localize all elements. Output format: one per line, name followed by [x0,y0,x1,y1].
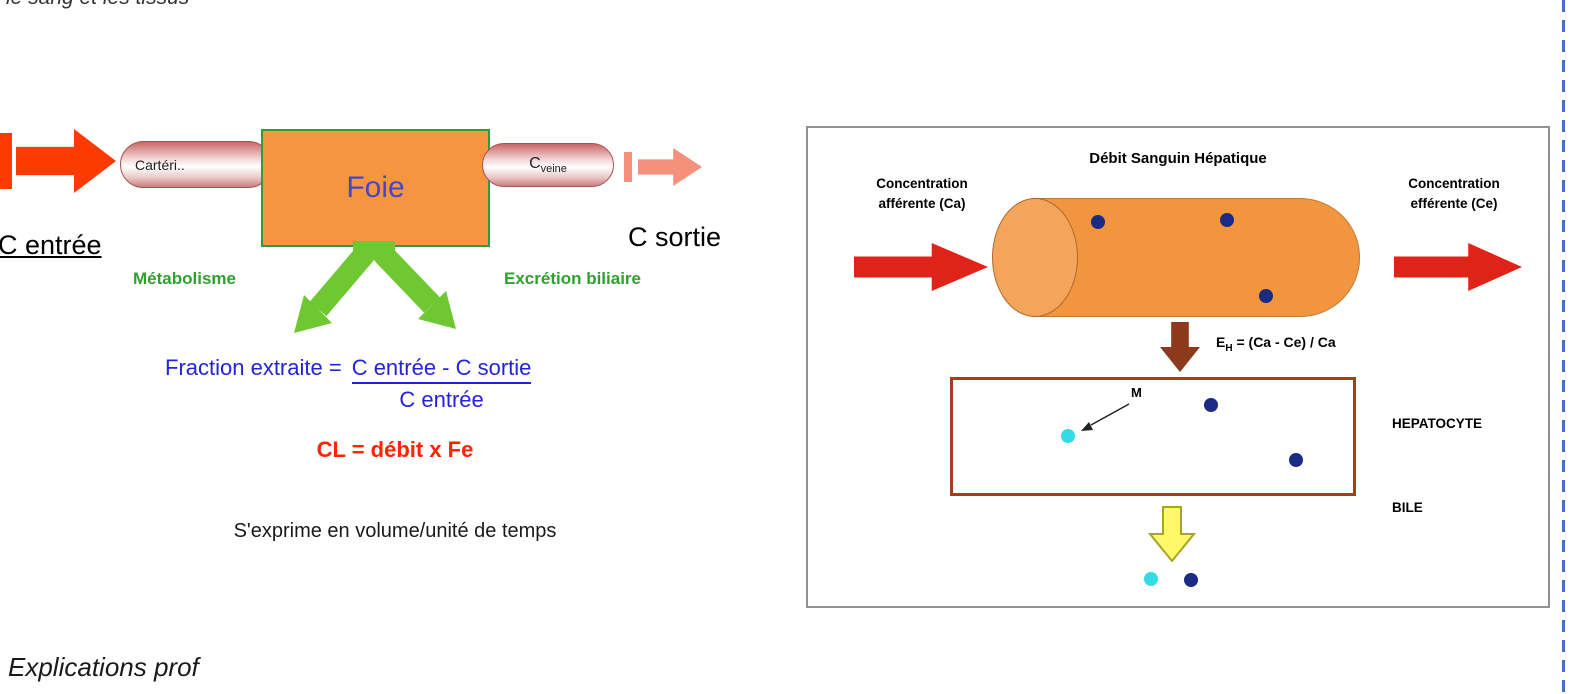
panel-title: Débit Sanguin Hépatique [1089,150,1267,167]
metabolism-label: Métabolisme [133,269,236,288]
fraction-lhs: Fraction extraite = [165,355,342,380]
clearance-formula: CL = débit x Fe [316,437,474,462]
drug-molecule-dot [1259,289,1273,303]
artery-tube: Cartéri.. [120,141,272,188]
hepatocyte-box: M [950,377,1356,496]
drug-molecule-dot [1184,573,1198,587]
efferent-flow-arrow-icon [1394,243,1522,291]
bile-label: BILE [1392,500,1423,515]
outflow-concentration-label: C sortie [628,222,722,252]
artery-tube-label: Cartéri.. [135,156,185,173]
biliary-excretion-label: Excrétion biliaire [504,269,641,288]
cylinder-body [1032,198,1360,317]
efferent-concentration-label: Concentration efférente (Ce) [1408,176,1500,211]
drug-molecule-dot [1204,398,1218,412]
hepatic-extraction-panel: Débit Sanguin Hépatique Concentration af… [806,126,1550,608]
metabolite-dot [1144,572,1158,586]
outflow-arrow-icon [638,148,702,186]
afferent-concentration-label: Concentration afférente (Ca) [876,176,968,211]
fraction: C entrée - C sortie C entrée [351,355,532,413]
outflow-arrow-tail [624,152,632,182]
fraction-denominator: C entrée [399,387,484,412]
dashed-frame-border [1562,0,1565,694]
afferent-flow-arrow-icon [854,243,988,291]
inflow-arrow-icon [16,129,116,193]
sinusoid-cylinder [992,198,1360,317]
liver-label: Foie [346,171,405,204]
vein-tube-label: Cveine [529,154,567,176]
fraction-numerator: C entrée - C sortie [351,355,532,384]
drug-molecule-dot [1289,453,1303,467]
bile-excretion-arrow-icon [1148,506,1196,562]
top-caption: le sang et les tissus [6,0,189,10]
cylinder-cap [992,198,1078,317]
vein-tube: Cveine [482,143,614,187]
drug-molecule-dot [1220,213,1234,227]
metabolism-arrow-icon [1081,403,1130,431]
metabolite-dot [1061,429,1075,443]
uptake-arrow-icon [1160,322,1200,372]
extraction-ratio-formula: EH = (Ca - Ce) / Ca [1216,334,1336,354]
inflow-arrow-tail [0,133,12,189]
split-arrows-icon [294,241,456,333]
liver-box: Foie [261,129,490,247]
metabolite-m-label: M [1131,385,1142,400]
inflow-concentration-label: C entrée [0,230,102,260]
hepatocyte-label: HEPATOCYTE [1392,416,1483,431]
drug-molecule-dot [1091,215,1105,229]
bottom-caption: Explications prof [8,652,199,682]
unit-note: S'exprime en volume/unité de temps [233,520,557,542]
extraction-fraction-formula: Fraction extraite = C entrée - C sortie … [165,355,532,413]
